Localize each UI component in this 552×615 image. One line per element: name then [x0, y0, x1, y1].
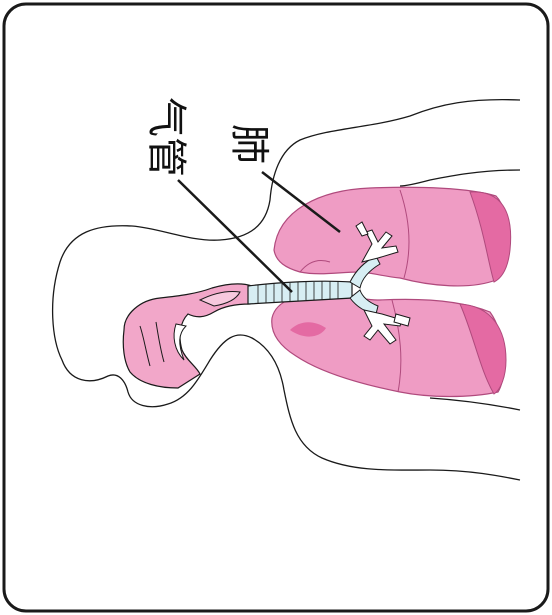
lung-right [274, 187, 511, 286]
lung-label: 肺 [225, 109, 269, 179]
trachea-label: 气管 [142, 97, 186, 167]
